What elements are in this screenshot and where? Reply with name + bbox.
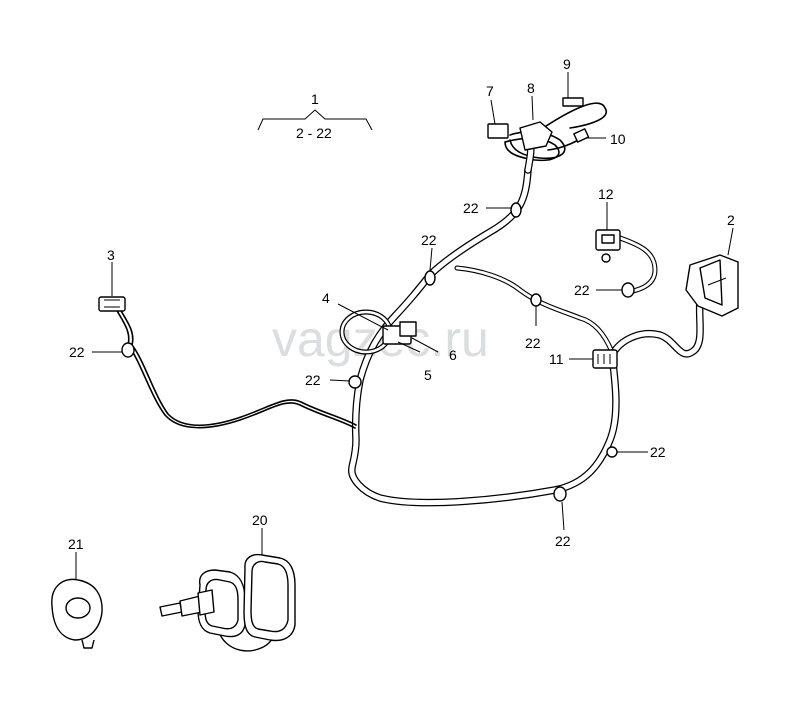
callout-4: 4 — [322, 290, 330, 306]
callout-12: 12 — [598, 186, 614, 202]
callout-11: 11 — [549, 351, 564, 367]
group-range: 2 - 22 — [296, 125, 332, 141]
connector-11 — [592, 349, 618, 369]
callout-20: 20 — [252, 512, 268, 528]
callout-6: 6 — [449, 347, 457, 363]
leader-lines — [75, 72, 734, 580]
main-harness — [348, 166, 704, 507]
upper-cluster — [487, 97, 608, 174]
callout-22-g: 22 — [650, 444, 666, 460]
callout-10: 10 — [610, 131, 626, 147]
grommet-21 — [51, 578, 103, 649]
callout-8: 8 — [527, 80, 535, 96]
callout-22-f: 22 — [574, 282, 590, 298]
connector-3 — [98, 296, 126, 312]
callout-2: 2 — [727, 212, 735, 228]
grommet-20 — [159, 553, 296, 652]
callout-7: 7 — [486, 83, 494, 99]
clips — [121, 202, 635, 502]
connector-2 — [685, 254, 739, 317]
group-number: 1 — [311, 91, 319, 107]
callout-22-c: 22 — [69, 344, 85, 360]
callout-22-d: 22 — [305, 372, 321, 388]
callout-9: 9 — [563, 56, 571, 72]
callout-5: 5 — [424, 367, 432, 383]
callout-22-b: 22 — [421, 232, 437, 248]
group-bracket: 1 2 - 22 — [257, 91, 373, 141]
connector-4-5-6 — [382, 321, 417, 345]
callout-21: 21 — [68, 536, 84, 552]
callout-22-e: 22 — [525, 335, 541, 351]
callouts: 2 3 4 5 6 7 8 9 10 11 12 20 21 22 22 22 … — [68, 56, 735, 552]
callout-22-h: 22 — [555, 533, 571, 549]
callout-22-a: 22 — [463, 200, 479, 216]
callout-3: 3 — [107, 247, 115, 263]
connector-12 — [595, 229, 621, 251]
